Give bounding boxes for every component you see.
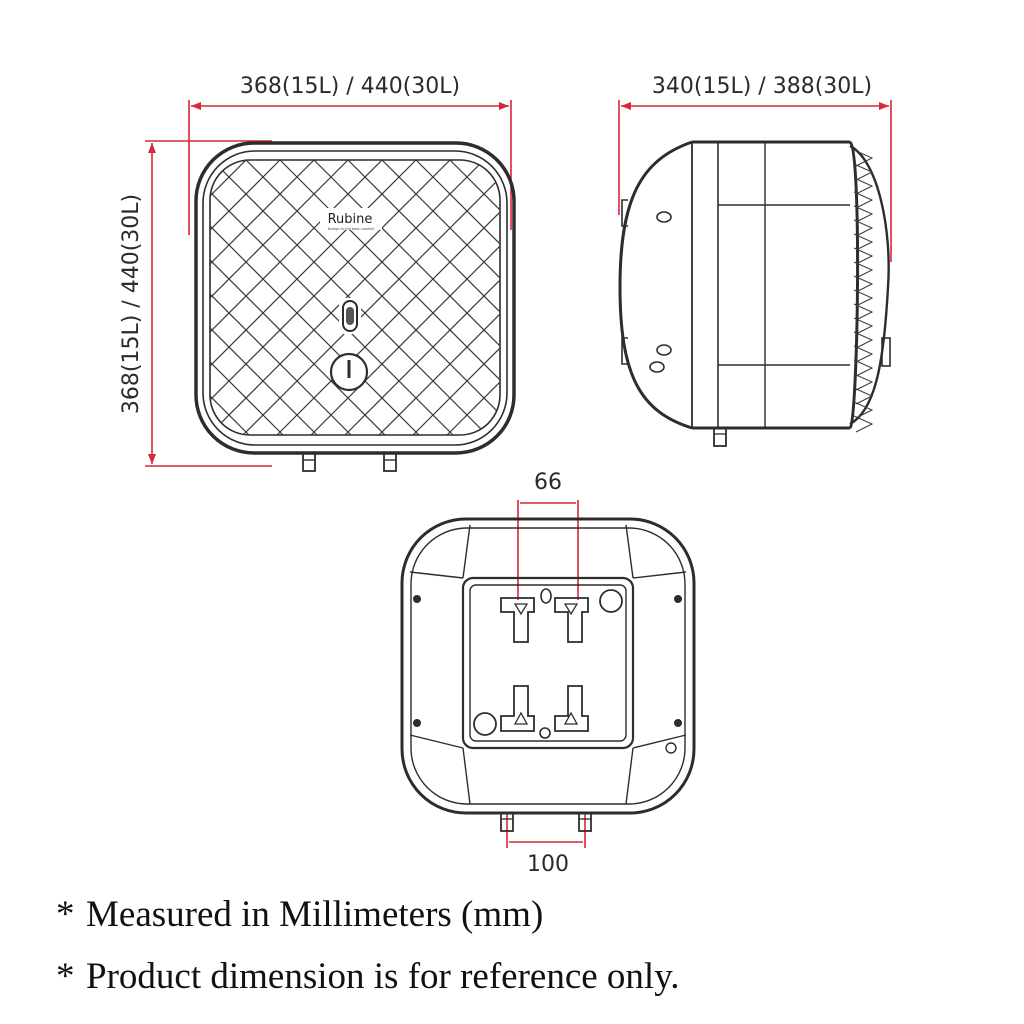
front-height-dimension: 368(15L) / 440(30L)	[119, 140, 272, 467]
note-reference: * Product dimension is for reference only…	[56, 955, 680, 998]
front-height-label: 368(15L) / 440(30L)	[119, 194, 144, 414]
side-view: 340(15L) / 388(30L)	[618, 74, 892, 447]
side-texture	[853, 149, 874, 433]
side-hole-bottom	[649, 361, 665, 373]
back-outer-shell	[400, 517, 696, 815]
front-view: 368(15L) / 440(30L) 368(15L) / 440(30L) …	[119, 74, 516, 472]
upper-brackets	[500, 597, 589, 643]
side-body-edges	[692, 140, 850, 430]
back-screws	[413, 595, 682, 727]
back-pipes	[500, 812, 592, 832]
side-pipe	[713, 427, 727, 447]
note-text: Product dimension is for reference only.	[86, 956, 680, 997]
note-measurement: * Measured in Millimeters (mm)	[56, 893, 543, 936]
indicator-light	[342, 300, 358, 332]
lower-brackets	[500, 685, 589, 732]
brand-tagline: Design in the best comfort	[328, 227, 375, 231]
back-mount-plate	[461, 576, 635, 750]
front-width-dimension: 368(15L) / 440(30L)	[188, 74, 512, 235]
side-depth-dimension: 340(15L) / 388(30L)	[618, 74, 892, 262]
front-pipes	[302, 452, 397, 472]
brand-logo: Rubine	[328, 212, 373, 227]
note-marker: *	[56, 894, 75, 935]
side-front-panel-edge	[849, 144, 890, 426]
note-marker: *	[56, 956, 75, 997]
indicator-lamp-icon	[346, 307, 354, 325]
side-depth-label: 340(15L) / 388(30L)	[652, 74, 872, 99]
front-inner-shell	[202, 150, 508, 446]
side-hole-mid	[656, 344, 672, 356]
front-diamond-pattern	[210, 160, 500, 435]
bracket-spacing-label: 66	[534, 470, 562, 495]
front-outer-shell	[194, 141, 516, 455]
side-hole-top	[656, 211, 672, 223]
side-dome	[618, 140, 693, 430]
pipe-spacing-label: 100	[527, 852, 569, 877]
pipe-spacing-dimension: 100	[506, 812, 586, 877]
back-view: 66 100	[400, 470, 696, 877]
bracket-spacing-dimension: 66	[517, 470, 579, 600]
note-text: Measured in Millimeters (mm)	[86, 894, 544, 935]
front-width-label: 368(15L) / 440(30L)	[240, 74, 460, 99]
side-knob	[881, 337, 891, 367]
